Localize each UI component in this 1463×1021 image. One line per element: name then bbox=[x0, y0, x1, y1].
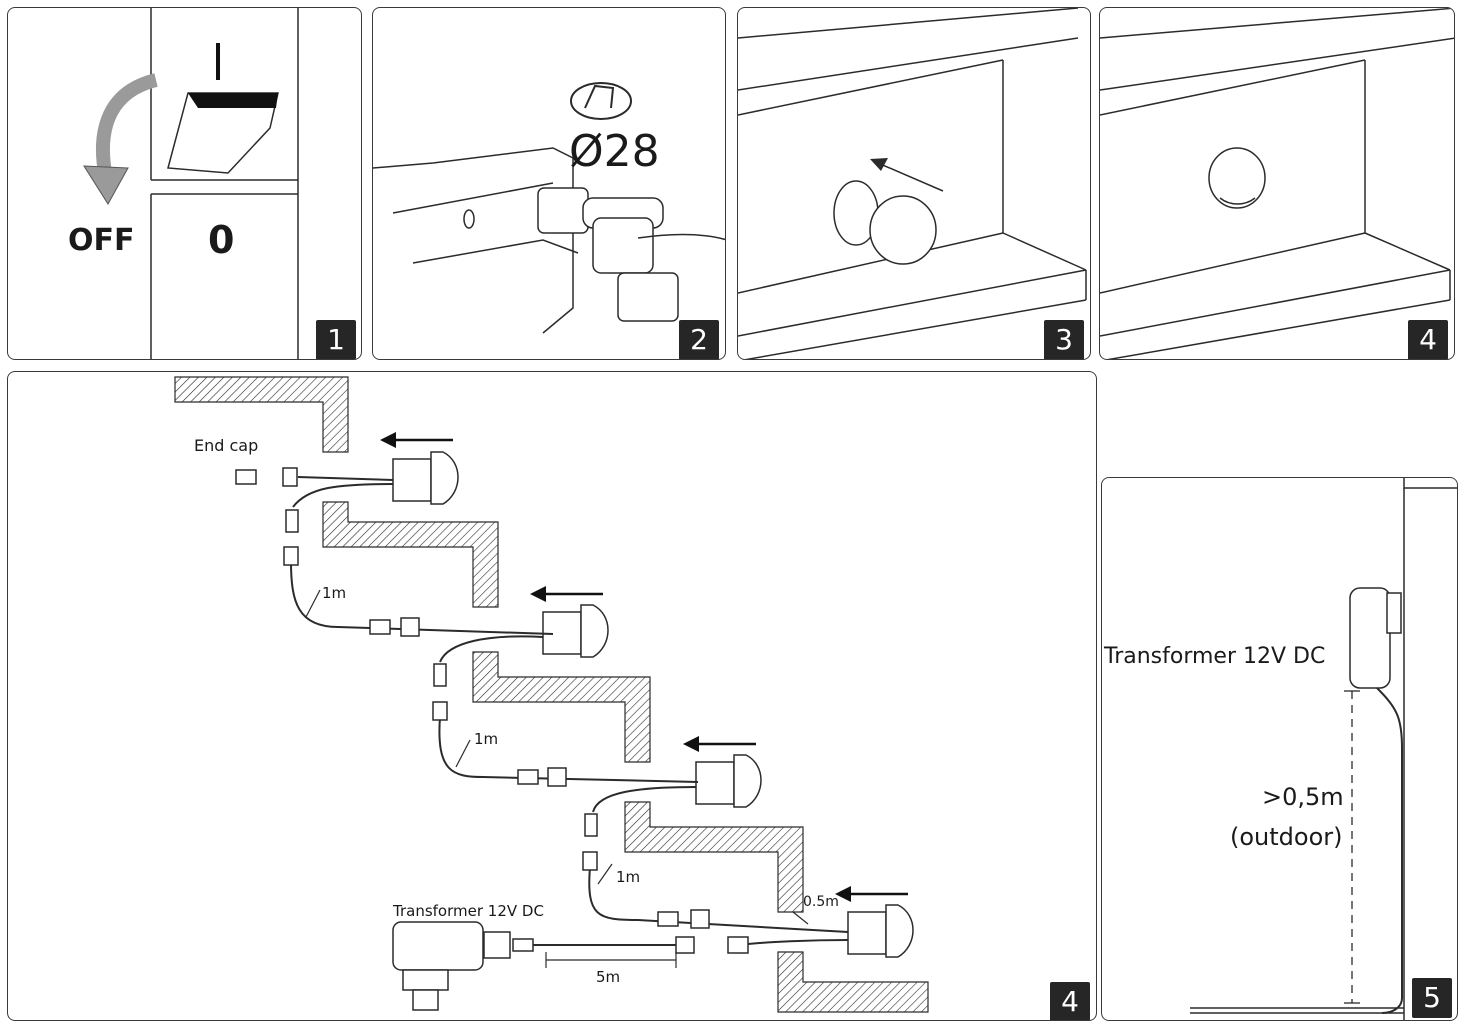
stair-wiring-diagram bbox=[174, 376, 929, 1013]
cable-5m-label: 5m bbox=[596, 968, 621, 986]
transformer-panel: Transformer 12V DC >0,5m (outdoor) 5 bbox=[1101, 477, 1458, 1021]
insert-light-icon bbox=[738, 8, 1087, 359]
off-symbol: 0 bbox=[208, 218, 235, 262]
wiring-panel: End cap 1m 1m 1m 0.5m 5m Transformer 12V… bbox=[7, 371, 1097, 1021]
step-number-badge: 4 bbox=[1408, 320, 1448, 359]
step-number-badge: 2 bbox=[679, 320, 719, 359]
mounted-light-icon bbox=[1100, 8, 1454, 359]
step-number-badge: 5 bbox=[1412, 978, 1452, 1018]
cable-05m-label: 0.5m bbox=[803, 894, 839, 910]
outdoor-note: (outdoor) bbox=[1230, 823, 1343, 851]
transformer-label: Transformer 12V DC bbox=[1104, 644, 1326, 669]
drill-size-label: Ø28 bbox=[569, 126, 660, 177]
cable-1m-label: 1m bbox=[322, 584, 347, 602]
step-number-badge: 1 bbox=[316, 320, 356, 359]
switch-off-icon bbox=[83, 8, 299, 359]
hole-saw-icon bbox=[373, 82, 725, 334]
cable-1m-label: 1m bbox=[616, 868, 641, 886]
end-cap-label: End cap bbox=[194, 436, 259, 455]
step-1-panel: OFF 0 1 bbox=[7, 7, 362, 360]
step-number-badge: 3 bbox=[1044, 320, 1084, 359]
step-4-panel: 4 bbox=[1099, 7, 1455, 360]
cable-1m-label: 1m bbox=[474, 730, 499, 748]
transformer-label: Transformer 12V DC bbox=[393, 902, 544, 920]
step-3-panel: 3 bbox=[737, 7, 1091, 360]
step-2-panel: Ø28 2 bbox=[372, 7, 726, 360]
transformer-mount-diagram bbox=[1190, 478, 1457, 1020]
height-label: >0,5m bbox=[1262, 783, 1344, 811]
step-number-badge: 4 bbox=[1050, 982, 1090, 1020]
off-label: OFF bbox=[68, 223, 135, 258]
